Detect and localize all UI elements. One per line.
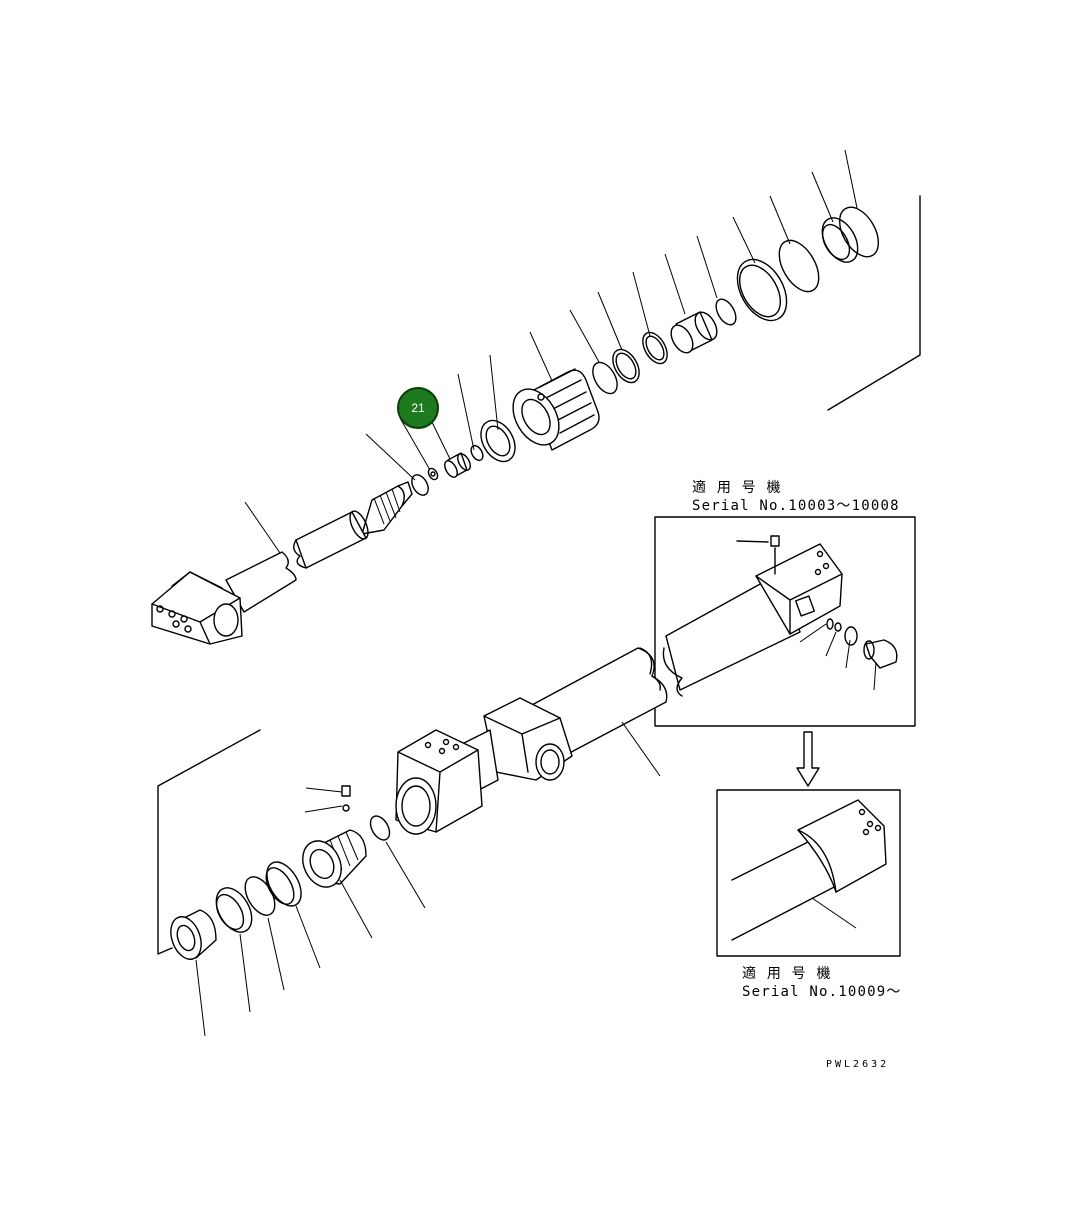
wiper-ring	[838, 206, 880, 258]
piston-o-ring	[411, 474, 429, 496]
drawing-code: PWL2632	[826, 1059, 889, 1070]
snap-ring	[715, 298, 737, 326]
bushing	[670, 311, 718, 354]
nut	[427, 467, 439, 481]
inset-top-applicability-label: 適 用 号 機	[692, 479, 782, 496]
callout-21[interactable]: 21	[397, 387, 439, 429]
dust-seal-inner	[821, 223, 851, 261]
backup-ring	[736, 258, 788, 322]
inset-top-serial-label: Serial No.10003～10008	[692, 498, 900, 514]
small-o-ring	[470, 444, 484, 462]
end-bushing	[170, 909, 217, 1037]
lower-bracket-line	[157, 729, 261, 955]
o-ring-large	[778, 239, 820, 293]
u-packing	[642, 331, 668, 365]
set-screw	[304, 785, 351, 813]
inset-top: 適 用 号 機 Serial No.10003～10008	[654, 479, 916, 727]
piston-rings	[215, 861, 321, 1013]
lower-snap-ring	[369, 815, 391, 841]
inset-bottom-frame	[716, 789, 901, 957]
inset-bottom-serial-label: Serial No.10009～	[742, 984, 902, 1000]
upper-leader-lines	[244, 149, 858, 554]
piston	[302, 829, 373, 939]
inset-bottom-applicability-label: 適 用 号 機	[742, 965, 832, 982]
down-arrow	[796, 731, 820, 787]
piston-rod	[151, 481, 413, 645]
collar	[444, 452, 471, 478]
cylinder-tube	[395, 647, 668, 835]
rod-seal	[480, 419, 516, 463]
buffer-ring	[612, 348, 640, 384]
inset-bottom: 適 用 号 機 Serial No.10009～	[716, 789, 902, 1000]
inset-top-frame	[654, 516, 916, 727]
cylinder-head	[512, 368, 600, 451]
callout-21-number: 21	[411, 401, 425, 415]
backup-ring-inner	[738, 264, 782, 318]
lower-assembly	[157, 647, 668, 1037]
upper-assembly	[151, 149, 921, 645]
callout-21-badge[interactable]	[397, 387, 439, 429]
ring-seals	[592, 206, 880, 395]
upper-bracket-line	[827, 195, 921, 411]
o-ring	[592, 361, 618, 395]
